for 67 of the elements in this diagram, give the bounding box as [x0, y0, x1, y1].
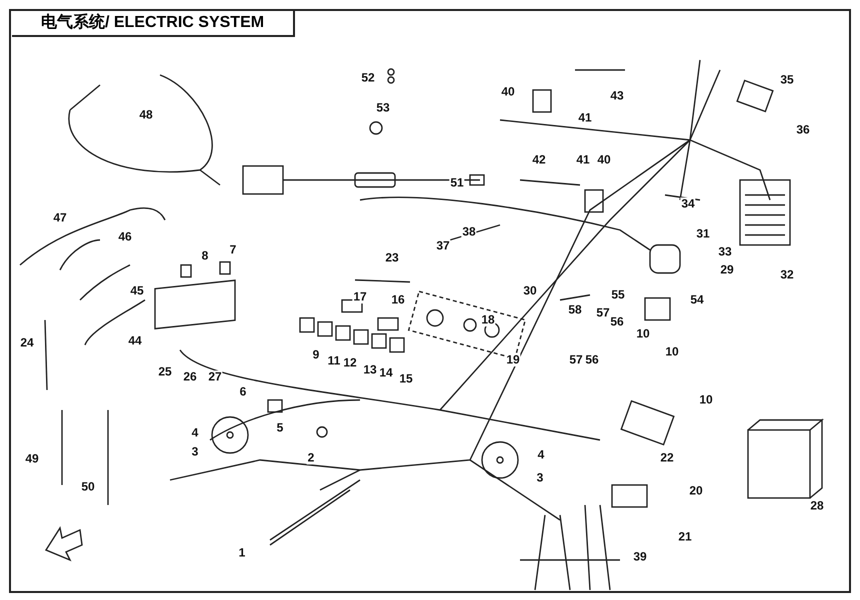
callout-number: 34: [680, 198, 696, 210]
callout-number: 41: [577, 112, 593, 124]
callout-number: 46: [117, 230, 133, 244]
callout-number: 4: [536, 448, 546, 462]
callout-number: 21: [677, 530, 693, 544]
callout-number: 48: [138, 108, 154, 122]
callout-number: 57: [595, 306, 611, 320]
callout-number: 7: [228, 244, 238, 256]
callout-number: 3: [536, 472, 544, 484]
callout-number: 42: [531, 154, 547, 166]
callout-number: 6: [238, 386, 248, 398]
callout-number: 57: [568, 354, 584, 366]
callout-number: 12: [342, 356, 358, 370]
callout-number: 18: [480, 314, 496, 326]
callout-number: 15: [398, 372, 414, 386]
callout-number: 23: [384, 252, 400, 264]
callout-number: 13: [362, 364, 378, 376]
callout-number: 54: [689, 294, 705, 306]
callout-number: 40: [500, 86, 516, 98]
callout-number: 51: [449, 176, 465, 190]
callout-number: 1: [238, 546, 246, 560]
callout-number: 53: [375, 102, 391, 114]
callout-number: 40: [596, 154, 612, 166]
callout-number: 27: [207, 370, 223, 384]
callout-number: 49: [24, 452, 40, 466]
callout-number: 47: [52, 212, 68, 224]
callout-number: 36: [795, 124, 811, 136]
callout-number: 45: [129, 284, 145, 298]
callout-number: 19: [505, 354, 521, 366]
callout-number: 52: [360, 72, 376, 84]
callout-number: 16: [390, 294, 406, 306]
callout-number: 11: [326, 354, 342, 368]
callout-number: 43: [609, 90, 625, 102]
callout-number: 31: [695, 228, 711, 240]
callout-number: 44: [127, 334, 143, 348]
callout-number: 41: [575, 154, 591, 166]
callout-number: 20: [688, 484, 704, 498]
callout-number: 26: [182, 370, 198, 384]
callout-number: 30: [522, 284, 538, 298]
callout-number: 3: [190, 446, 200, 458]
callout-number: 2: [306, 452, 316, 464]
callout-number: 56: [609, 316, 625, 328]
callout-number: 5: [276, 422, 284, 434]
callout-number: 28: [809, 500, 825, 512]
callout-number: 33: [717, 246, 733, 258]
callout-number: 22: [659, 452, 675, 464]
callout-number: 37: [435, 240, 451, 252]
callout-number: 29: [719, 264, 735, 276]
callout-number: 39: [632, 550, 648, 564]
callout-number: 38: [461, 226, 477, 238]
callout-number: 9: [312, 348, 320, 362]
callout-number: 58: [567, 304, 583, 316]
callout-number: 24: [19, 336, 35, 350]
callout-number: 10: [635, 328, 651, 340]
callout-number: 56: [584, 354, 600, 366]
callout-number: 32: [779, 268, 795, 282]
callout-number: 25: [157, 366, 173, 378]
callout-number: 17: [352, 290, 368, 304]
callout-number: 8: [200, 250, 210, 262]
callout-number: 10: [664, 346, 680, 358]
callout-number: 55: [610, 288, 626, 302]
callout-number: 35: [779, 74, 795, 86]
callout-number: 14: [378, 366, 394, 380]
callout-number: 10: [698, 394, 714, 406]
callout-number: 4: [190, 426, 200, 440]
title: 电气系统/ ELECTRIC SYSTEM: [40, 12, 264, 33]
callout-number: 50: [80, 480, 96, 494]
